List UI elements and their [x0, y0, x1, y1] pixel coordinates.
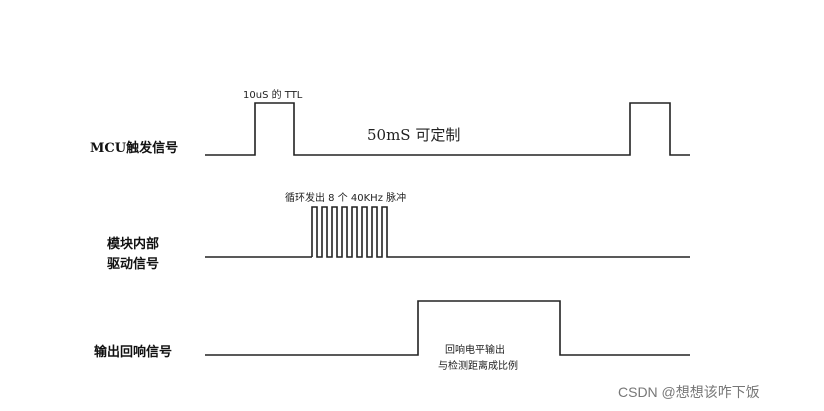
label-echo-output: 输出回响信号: [94, 345, 173, 360]
label-internal-drive-2: 驱动信号: [107, 257, 160, 272]
pulse-width-note: 10uS 的 TTL: [243, 90, 303, 101]
echo-note-1: 回响电平输出: [445, 345, 505, 356]
burst-pulse-train: [311, 206, 392, 258]
echo-waveform: [205, 300, 690, 356]
watermark: CSDN @想想该咋下饭: [618, 384, 760, 400]
period-note: 50mS 可定制: [367, 126, 461, 144]
label-mcu-trigger: MCU触发信号: [90, 141, 179, 156]
label-internal-drive-1: 模块内部: [107, 237, 160, 252]
mcu-trigger-waveform: [205, 102, 690, 156]
burst-note: 循环发出 8 个 40KHz 脉冲: [285, 193, 407, 204]
echo-note-2: 与检测距离成比例: [438, 361, 518, 372]
burst-pulses: [311, 206, 392, 258]
